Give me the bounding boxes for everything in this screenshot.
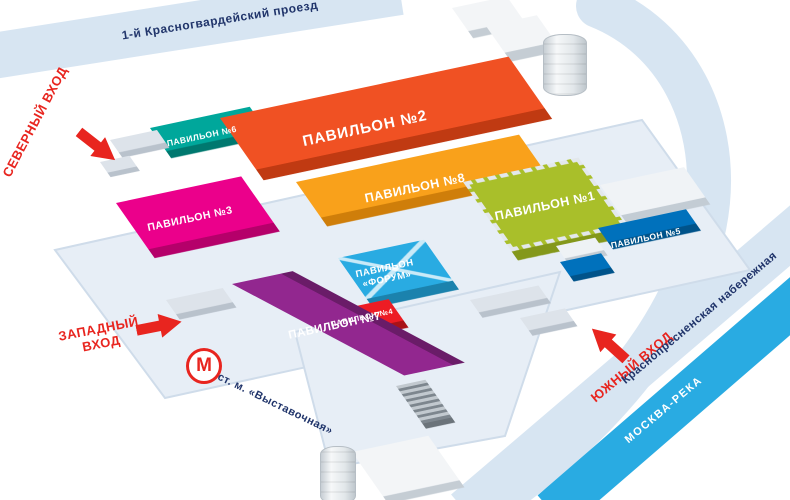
moskva-river [537,277,790,500]
storage-tank-top [543,34,587,96]
metro-logo: М [186,348,222,384]
north-road [0,0,404,79]
metro-logo-letter: М [196,355,212,376]
storage-tank-bottom [320,446,356,500]
